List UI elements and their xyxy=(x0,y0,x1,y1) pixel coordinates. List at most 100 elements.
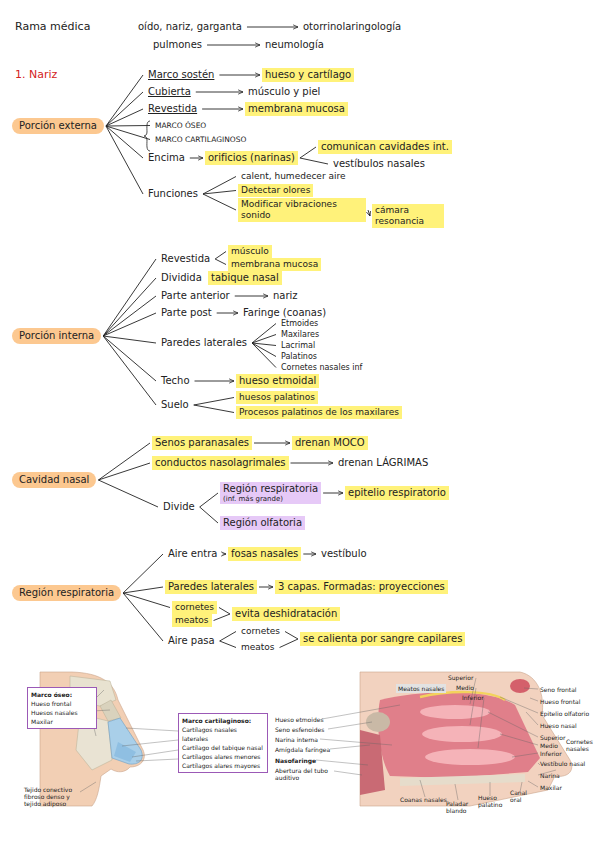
connector xyxy=(123,587,163,593)
node-text: Marco óseo: xyxy=(31,690,93,699)
part-label: Medio xyxy=(456,684,474,691)
mindmap-node: hueso etmoidal xyxy=(236,374,319,388)
connector xyxy=(103,336,156,343)
node-text: vestíbulos nasales xyxy=(333,158,425,170)
connector xyxy=(252,324,276,344)
leader-lines xyxy=(316,678,556,800)
mindmap-node: nariz xyxy=(270,289,301,303)
part-label: Superior xyxy=(448,674,473,681)
node-text: Dividida xyxy=(161,272,202,284)
part-label: Maxilar xyxy=(540,784,562,791)
node-text: músculo xyxy=(231,246,269,257)
connector xyxy=(202,109,243,110)
node-text: calent, humedecer aire xyxy=(241,171,346,182)
mindmap-node: Región respiratoria(inf. más grande) xyxy=(220,482,321,504)
part-label: Hueso frontal xyxy=(540,698,580,705)
node-text: tabique nasal xyxy=(211,272,279,284)
connector xyxy=(291,463,333,464)
node-text: Detectar olores xyxy=(241,185,310,196)
mindmap-node: 3 capas. Formadas: proyecciones xyxy=(275,580,448,594)
mindmap-node: meatos xyxy=(172,614,212,627)
superior-turbinate xyxy=(420,705,490,719)
connector xyxy=(247,27,298,28)
node-text: Paredes laterales xyxy=(168,581,254,593)
mindmap-node: huesos palatinos xyxy=(236,391,318,404)
connector xyxy=(123,554,163,593)
mindmap-node: Palatinos xyxy=(278,351,320,362)
connector xyxy=(123,593,170,608)
mindmap-node: MARCO CARTILAGINOSO xyxy=(152,134,249,145)
connector xyxy=(252,343,276,357)
node-text: Aire entra xyxy=(168,548,218,560)
node-text: Etmoides xyxy=(281,319,318,328)
olfactory-epithelium xyxy=(420,692,505,700)
nasal-cavity xyxy=(378,692,540,778)
node-text: Cartílagos alares mayores xyxy=(182,761,264,770)
mindmap-node: Revestida xyxy=(145,102,200,116)
node-text: meatos xyxy=(175,615,209,626)
part-label: Vestíbulo nasal xyxy=(540,760,585,767)
part-label: Abertura del tubo auditivo xyxy=(275,767,335,781)
mindmap-node: tabique nasal xyxy=(208,271,282,285)
node-text: drenan LÁGRIMAS xyxy=(338,457,428,469)
inferior-turbinate xyxy=(425,749,515,765)
node-text: Marco cartilaginoso: xyxy=(182,716,264,725)
node-text: huesos palatinos xyxy=(239,392,315,403)
part-label: Epitelio olfatorio xyxy=(540,710,589,717)
part-label: Tejido conectivo fibroso denso y tejido … xyxy=(24,786,84,807)
mindmap-node: músculo y piel xyxy=(245,85,323,99)
node-text: Revestida xyxy=(148,103,197,115)
node-text: Región respiratoria xyxy=(223,483,318,495)
part-label: Amígdala faríngea xyxy=(275,746,330,753)
node-text: 3 capas. Formadas: proyecciones xyxy=(278,581,445,593)
figure-label-box: Marco cartilaginoso:Cartílagos nasales l… xyxy=(178,713,268,773)
node-text: drenan MOCO xyxy=(295,437,365,449)
connector xyxy=(196,92,243,93)
node-text: Maxilar xyxy=(31,717,93,726)
node-text: Cartílagos nasales laterales xyxy=(182,725,264,743)
nasal-cartilage xyxy=(108,718,142,764)
node-text: Parte post xyxy=(161,307,212,319)
mindmap-node: oído, nariz, garganta xyxy=(135,20,245,34)
node-text: Huesos nasales xyxy=(31,708,93,717)
part-label: Seno frontal xyxy=(540,686,577,693)
mindmap-node: Encima xyxy=(145,151,188,165)
mindmap-node: evita deshidratación xyxy=(232,607,340,621)
connector xyxy=(259,587,273,588)
node-text: membrana mucosa xyxy=(231,259,318,270)
connector xyxy=(200,493,218,507)
node-text: Faringe (coanas) xyxy=(243,307,326,319)
node-text: vestíbulo xyxy=(321,548,367,560)
node-text: hueso y cartílago xyxy=(265,69,351,81)
mindmap-node: epitelio respiratorio xyxy=(345,486,449,500)
mindmap-node: drenan LÁGRIMAS xyxy=(335,456,431,470)
connector xyxy=(103,296,156,336)
part-label: Medio xyxy=(540,742,558,749)
connector xyxy=(98,443,150,480)
connector xyxy=(303,554,316,555)
connector xyxy=(252,343,276,368)
connector xyxy=(252,335,276,344)
node-text: Revestida xyxy=(161,253,210,265)
node-text: MARCO CARTILAGINOSO xyxy=(155,135,246,144)
topic-node: Cavidad nasal xyxy=(12,472,96,488)
connector xyxy=(194,405,234,413)
connector xyxy=(285,632,298,640)
mindmap-node: membrana mucosa xyxy=(228,258,321,271)
mindmap-node: pulmones xyxy=(150,38,205,52)
node-text: Porción externa xyxy=(19,120,97,132)
mindmap-node: Detectar olores xyxy=(238,184,313,197)
mindmap-node: Funciones xyxy=(145,187,201,201)
mindmap-node: se calienta por sangre capilares xyxy=(300,632,465,646)
node-text: Cubierta xyxy=(148,86,191,98)
mindmap-node: conductos nasolagrimales xyxy=(152,456,289,470)
connector xyxy=(190,158,203,159)
connector xyxy=(106,92,143,126)
node-text: cámara resonancia xyxy=(375,205,441,227)
connector xyxy=(106,126,143,194)
part-label: Hueso nasal xyxy=(540,722,577,729)
node-text: Modificar vibraciones sonido xyxy=(241,199,363,221)
mindmap-node: MARCO ÓSEO xyxy=(152,120,209,131)
node-text: comunican cavidades int. xyxy=(321,141,449,153)
connector xyxy=(98,463,150,480)
